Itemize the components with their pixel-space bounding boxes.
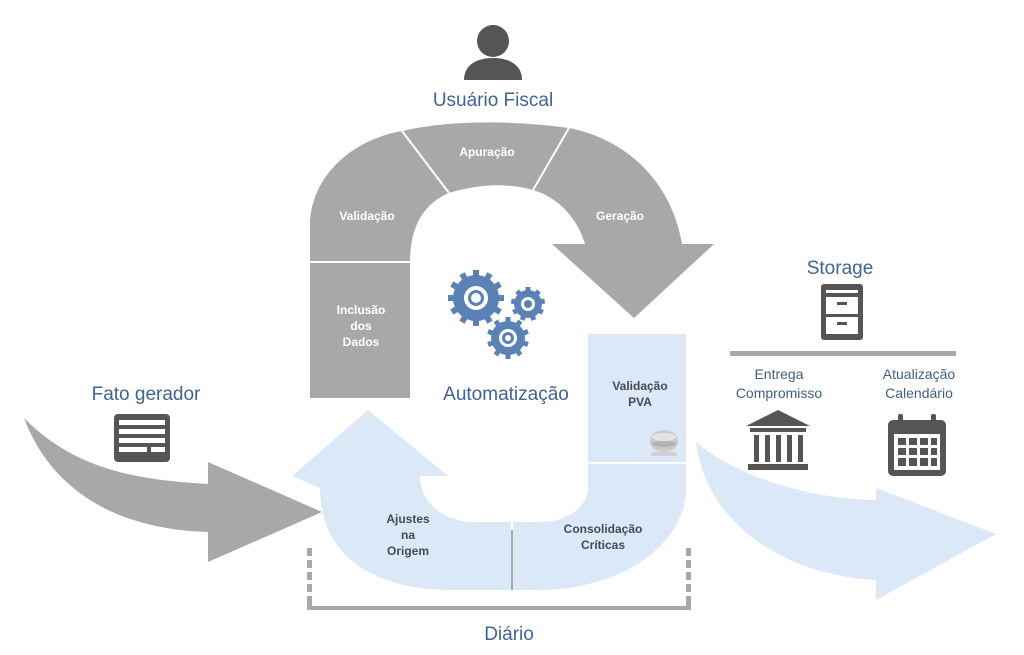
fato-gerador-arrow — [24, 418, 322, 562]
geracao-label: Geração — [596, 209, 644, 223]
inclusao-line-3: Dados — [343, 335, 380, 349]
automatizacao-label: Automatização — [443, 384, 569, 405]
gear-tooth — [514, 348, 523, 357]
inclusao-block — [310, 262, 410, 398]
fato-gerador-label: Fato gerador — [92, 384, 201, 405]
gear-tooth — [521, 329, 529, 336]
gear-tooth — [529, 314, 537, 321]
gear-tooth — [487, 340, 495, 347]
gear-tooth — [537, 307, 544, 315]
apuracao-block — [402, 122, 569, 193]
geracao-block — [533, 128, 714, 318]
inclusao-line-2: dos — [350, 319, 372, 333]
diario-bracket — [307, 548, 691, 610]
gear-tooth — [448, 295, 455, 301]
gear-tooth — [492, 281, 502, 291]
bottom-arc-divider — [511, 530, 513, 590]
atualizacao-line-1: Atualização — [883, 366, 956, 382]
pva-logo-icon — [650, 430, 678, 456]
gear-tooth — [505, 353, 511, 359]
validacao-pva-line-2: PVA — [628, 395, 652, 409]
gear-tooth — [505, 317, 511, 323]
ajustes-line-2: na — [401, 528, 415, 542]
gear-tooth — [519, 314, 527, 321]
entrega-line-2: Compromisso — [736, 385, 823, 401]
gear-tooth — [473, 270, 479, 277]
gear-tooth — [497, 295, 504, 301]
gear-tooth — [493, 319, 502, 328]
storage-bar — [730, 351, 956, 356]
validacao-pva-line-1: Validação — [612, 379, 667, 393]
gear-tooth — [487, 329, 495, 336]
ajustes-line-1: Ajustes — [386, 512, 430, 526]
atualizacao-line-2: Calendário — [885, 385, 953, 401]
gear-tooth — [510, 298, 517, 305]
diario-label: Diário — [484, 624, 534, 645]
apuracao-label: Apuração — [459, 145, 514, 159]
validacao-block — [310, 131, 449, 262]
form-icon — [114, 414, 170, 462]
entrega-line-1: Entrega — [754, 366, 803, 382]
inclusao-line-1: Inclusão — [337, 303, 386, 317]
gear-tooth — [514, 319, 523, 328]
gear-tooth — [450, 281, 460, 291]
bank-icon — [746, 410, 810, 470]
gear-tooth — [539, 298, 546, 305]
cabinet-icon — [821, 284, 863, 340]
gear-tooth — [483, 272, 493, 282]
gear-tooth — [483, 314, 493, 324]
gear-tooth — [525, 287, 531, 292]
calendar-icon — [888, 414, 946, 476]
validacao-label: Validação — [339, 209, 394, 223]
person-icon — [464, 25, 522, 80]
gear-tooth — [492, 305, 502, 315]
gear-tooth — [459, 272, 469, 282]
user-label: Usuário Fiscal — [433, 90, 553, 111]
gear-tooth — [533, 289, 541, 297]
consolidacao-line-2: Críticas — [581, 538, 625, 552]
gear-tooth — [473, 319, 479, 326]
storage-label: Storage — [807, 258, 874, 279]
gear-tooth — [521, 340, 529, 347]
ajustes-line-3: Origem — [387, 544, 429, 558]
gear-tooth — [515, 289, 523, 297]
consolidacao-line-1: Consolidação — [564, 522, 643, 536]
gear-tooth — [450, 305, 460, 315]
gear-tooth — [459, 314, 469, 324]
gears-icon — [448, 270, 546, 359]
bottom-arc — [292, 334, 686, 590]
gear-tooth — [493, 348, 502, 357]
storage-arrow — [696, 442, 996, 600]
gear-tooth — [512, 307, 519, 315]
